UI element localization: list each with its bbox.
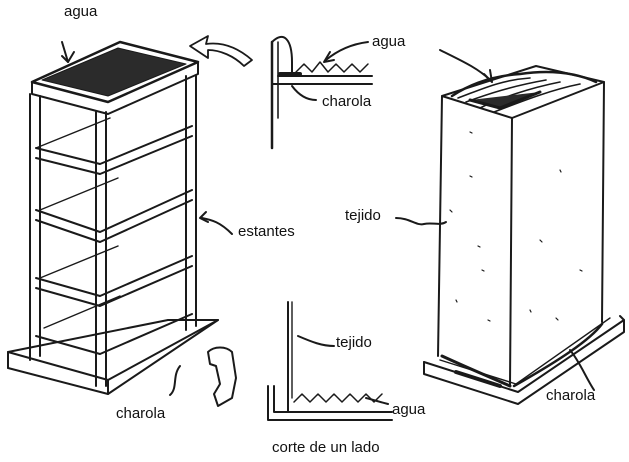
label-tejido-right: tejido [345,207,381,224]
shelves [35,117,193,355]
top-water-tray [30,40,200,115]
top-section-detail [270,35,373,150]
shelving-unit [7,40,237,407]
arrow-estantes [201,217,233,235]
hollow-arrow-bottom [207,346,237,407]
post-front-left [29,93,41,361]
base-tray [7,319,219,395]
post-front-center [95,111,107,387]
hollow-arrow-top [189,35,253,67]
arrow-charola-left [169,365,181,396]
arrow-tejido-detail [297,335,335,347]
arrow-agua-bottom [365,397,389,405]
label-charola-left: charola [116,405,166,422]
label-agua-detail: agua [372,33,406,50]
arrow-tejido-right [395,217,447,226]
label-agua-bottom: agua [392,401,426,418]
arrow-charola-detail [291,85,317,101]
bottom-section-detail [267,301,393,421]
label-tejido-detail: tejido [336,334,372,351]
label-charola-right: charola [546,387,596,404]
label-charola-detail: charola [322,93,372,110]
label-corte: corte de un lado [272,439,380,456]
covered-unit [423,65,625,405]
arrow-charola-right [569,349,595,391]
label-estantes: estantes [238,223,295,240]
arrow-agua-right [439,49,491,81]
label-agua-top: agua [64,3,98,20]
arrow-agua-detail [325,41,369,61]
arrow-agua-top [61,41,69,63]
